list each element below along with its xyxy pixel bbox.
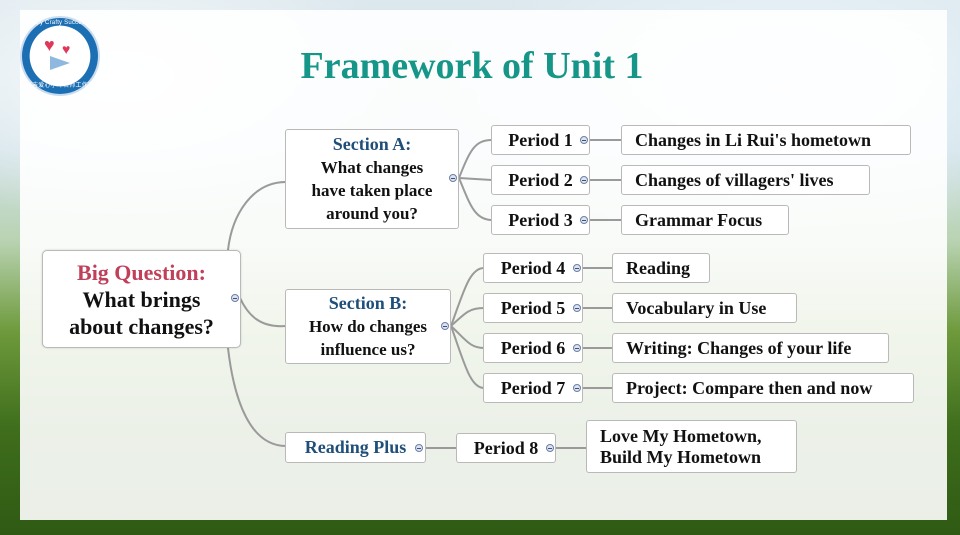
period-8-topic-line-2: Build My Hometown bbox=[600, 446, 762, 467]
period-3-node[interactable]: Period 3 bbox=[491, 205, 590, 235]
big-question-line-1: What brings bbox=[82, 286, 201, 312]
period-3-topic-node[interactable]: Grammar Focus bbox=[621, 205, 789, 235]
period-3-topic: Grammar Focus bbox=[635, 209, 763, 230]
collapse-toggle-icon[interactable] bbox=[415, 444, 423, 452]
collapse-toggle-icon[interactable] bbox=[573, 344, 581, 352]
period-3-label: Period 3 bbox=[508, 209, 573, 230]
connector-section-b-period-7 bbox=[450, 325, 485, 389]
connector-root-section-a bbox=[227, 181, 287, 251]
period-4-label: Period 4 bbox=[500, 257, 566, 278]
period-8-topic-node[interactable]: Love My Hometown, Build My Hometown bbox=[586, 420, 797, 473]
section-a-line-2: have taken place bbox=[311, 181, 433, 200]
collapse-toggle-icon[interactable] bbox=[580, 176, 588, 184]
period-5-node[interactable]: Period 5 bbox=[483, 293, 583, 323]
period-4-topic: Reading bbox=[626, 257, 691, 278]
period-1-node[interactable]: Period 1 bbox=[491, 125, 590, 155]
logo-ring-text-bottom: 兴吉爱心小叶名师工作室 bbox=[25, 83, 95, 89]
period-8-topic-line-1: Love My Hometown, bbox=[600, 425, 762, 446]
period-7-topic: Project: Compare then and now bbox=[626, 377, 873, 398]
period-6-node[interactable]: Period 6 bbox=[483, 333, 583, 363]
section-a-line-3: around you? bbox=[326, 204, 418, 223]
section-a-label: Section A: bbox=[332, 134, 412, 154]
heart-icon: ♥ bbox=[44, 35, 55, 55]
period-1-label: Period 1 bbox=[508, 129, 573, 150]
collapse-toggle-icon[interactable] bbox=[546, 444, 554, 452]
connector-section-a-period-3 bbox=[458, 177, 493, 221]
period-6-topic-node[interactable]: Writing: Changes of your life bbox=[612, 333, 889, 363]
period-2-label: Period 2 bbox=[508, 169, 573, 190]
section-b-node[interactable]: Section B: How do changes influence us? bbox=[285, 289, 451, 364]
section-b-line-1: How do changes bbox=[308, 317, 428, 336]
reading-plus-label: Reading Plus bbox=[304, 437, 407, 457]
period-6-label: Period 6 bbox=[500, 337, 566, 358]
period-8-node[interactable]: Period 8 bbox=[456, 433, 556, 463]
collapse-toggle-icon[interactable] bbox=[573, 384, 581, 392]
section-a-node[interactable]: Section A: What changes have taken place… bbox=[285, 129, 459, 229]
connector-section-a-period-2 bbox=[458, 177, 493, 181]
section-b-line-2: influence us? bbox=[320, 340, 416, 359]
period-1-topic-node[interactable]: Changes in Li Rui's hometown bbox=[621, 125, 911, 155]
big-question-line-2: about changes? bbox=[69, 313, 214, 339]
connector-section-b-period-6 bbox=[450, 325, 485, 349]
period-7-node[interactable]: Period 7 bbox=[483, 373, 583, 403]
period-6-topic: Writing: Changes of your life bbox=[626, 337, 852, 358]
period-2-topic-node[interactable]: Changes of villagers' lives bbox=[621, 165, 870, 195]
page-title: Framework of Unit 1 bbox=[300, 45, 644, 87]
connector-section-b-period-4 bbox=[450, 267, 485, 327]
period-5-label: Period 5 bbox=[500, 297, 566, 318]
root-node-big-question[interactable]: Big Question: What brings about changes? bbox=[42, 250, 241, 348]
section-b-label: Section B: bbox=[328, 293, 408, 313]
period-1-topic: Changes in Li Rui's hometown bbox=[635, 129, 872, 150]
period-4-node[interactable]: Period 4 bbox=[483, 253, 583, 283]
period-5-topic-node[interactable]: Vocabulary in Use bbox=[612, 293, 797, 323]
collapse-toggle-icon[interactable] bbox=[580, 216, 588, 224]
period-7-label: Period 7 bbox=[500, 377, 566, 398]
period-2-node[interactable]: Period 2 bbox=[491, 165, 590, 195]
paper-plane-icon bbox=[50, 56, 70, 70]
logo-ring-text-top: Happy Crafty Successful bbox=[24, 20, 96, 26]
collapse-toggle-icon[interactable] bbox=[441, 322, 449, 330]
connector-section-b-period-5 bbox=[450, 307, 485, 327]
connector-section-a-period-1 bbox=[458, 139, 493, 179]
period-4-topic-node[interactable]: Reading bbox=[612, 253, 710, 283]
section-a-line-1: What changes bbox=[320, 158, 424, 177]
connector-root-section-b bbox=[239, 297, 287, 328]
period-2-topic: Changes of villagers' lives bbox=[635, 169, 834, 190]
big-question-label: Big Question: bbox=[77, 259, 206, 285]
collapse-toggle-icon[interactable] bbox=[573, 264, 581, 272]
heart-icon: ♥ bbox=[62, 43, 71, 58]
logo: Happy Crafty Successful ♥ ♥ 兴吉爱心小叶名师工作室 bbox=[22, 18, 98, 94]
period-7-topic-node[interactable]: Project: Compare then and now bbox=[612, 373, 914, 403]
period-8-label: Period 8 bbox=[473, 437, 539, 458]
collapse-toggle-icon[interactable] bbox=[449, 174, 457, 182]
reading-plus-node[interactable]: Reading Plus bbox=[285, 432, 426, 463]
connector-root-reading-plus bbox=[227, 347, 287, 447]
collapse-toggle-icon[interactable] bbox=[231, 294, 239, 302]
period-5-topic: Vocabulary in Use bbox=[626, 297, 767, 318]
collapse-toggle-icon[interactable] bbox=[573, 304, 581, 312]
collapse-toggle-icon[interactable] bbox=[580, 136, 588, 144]
